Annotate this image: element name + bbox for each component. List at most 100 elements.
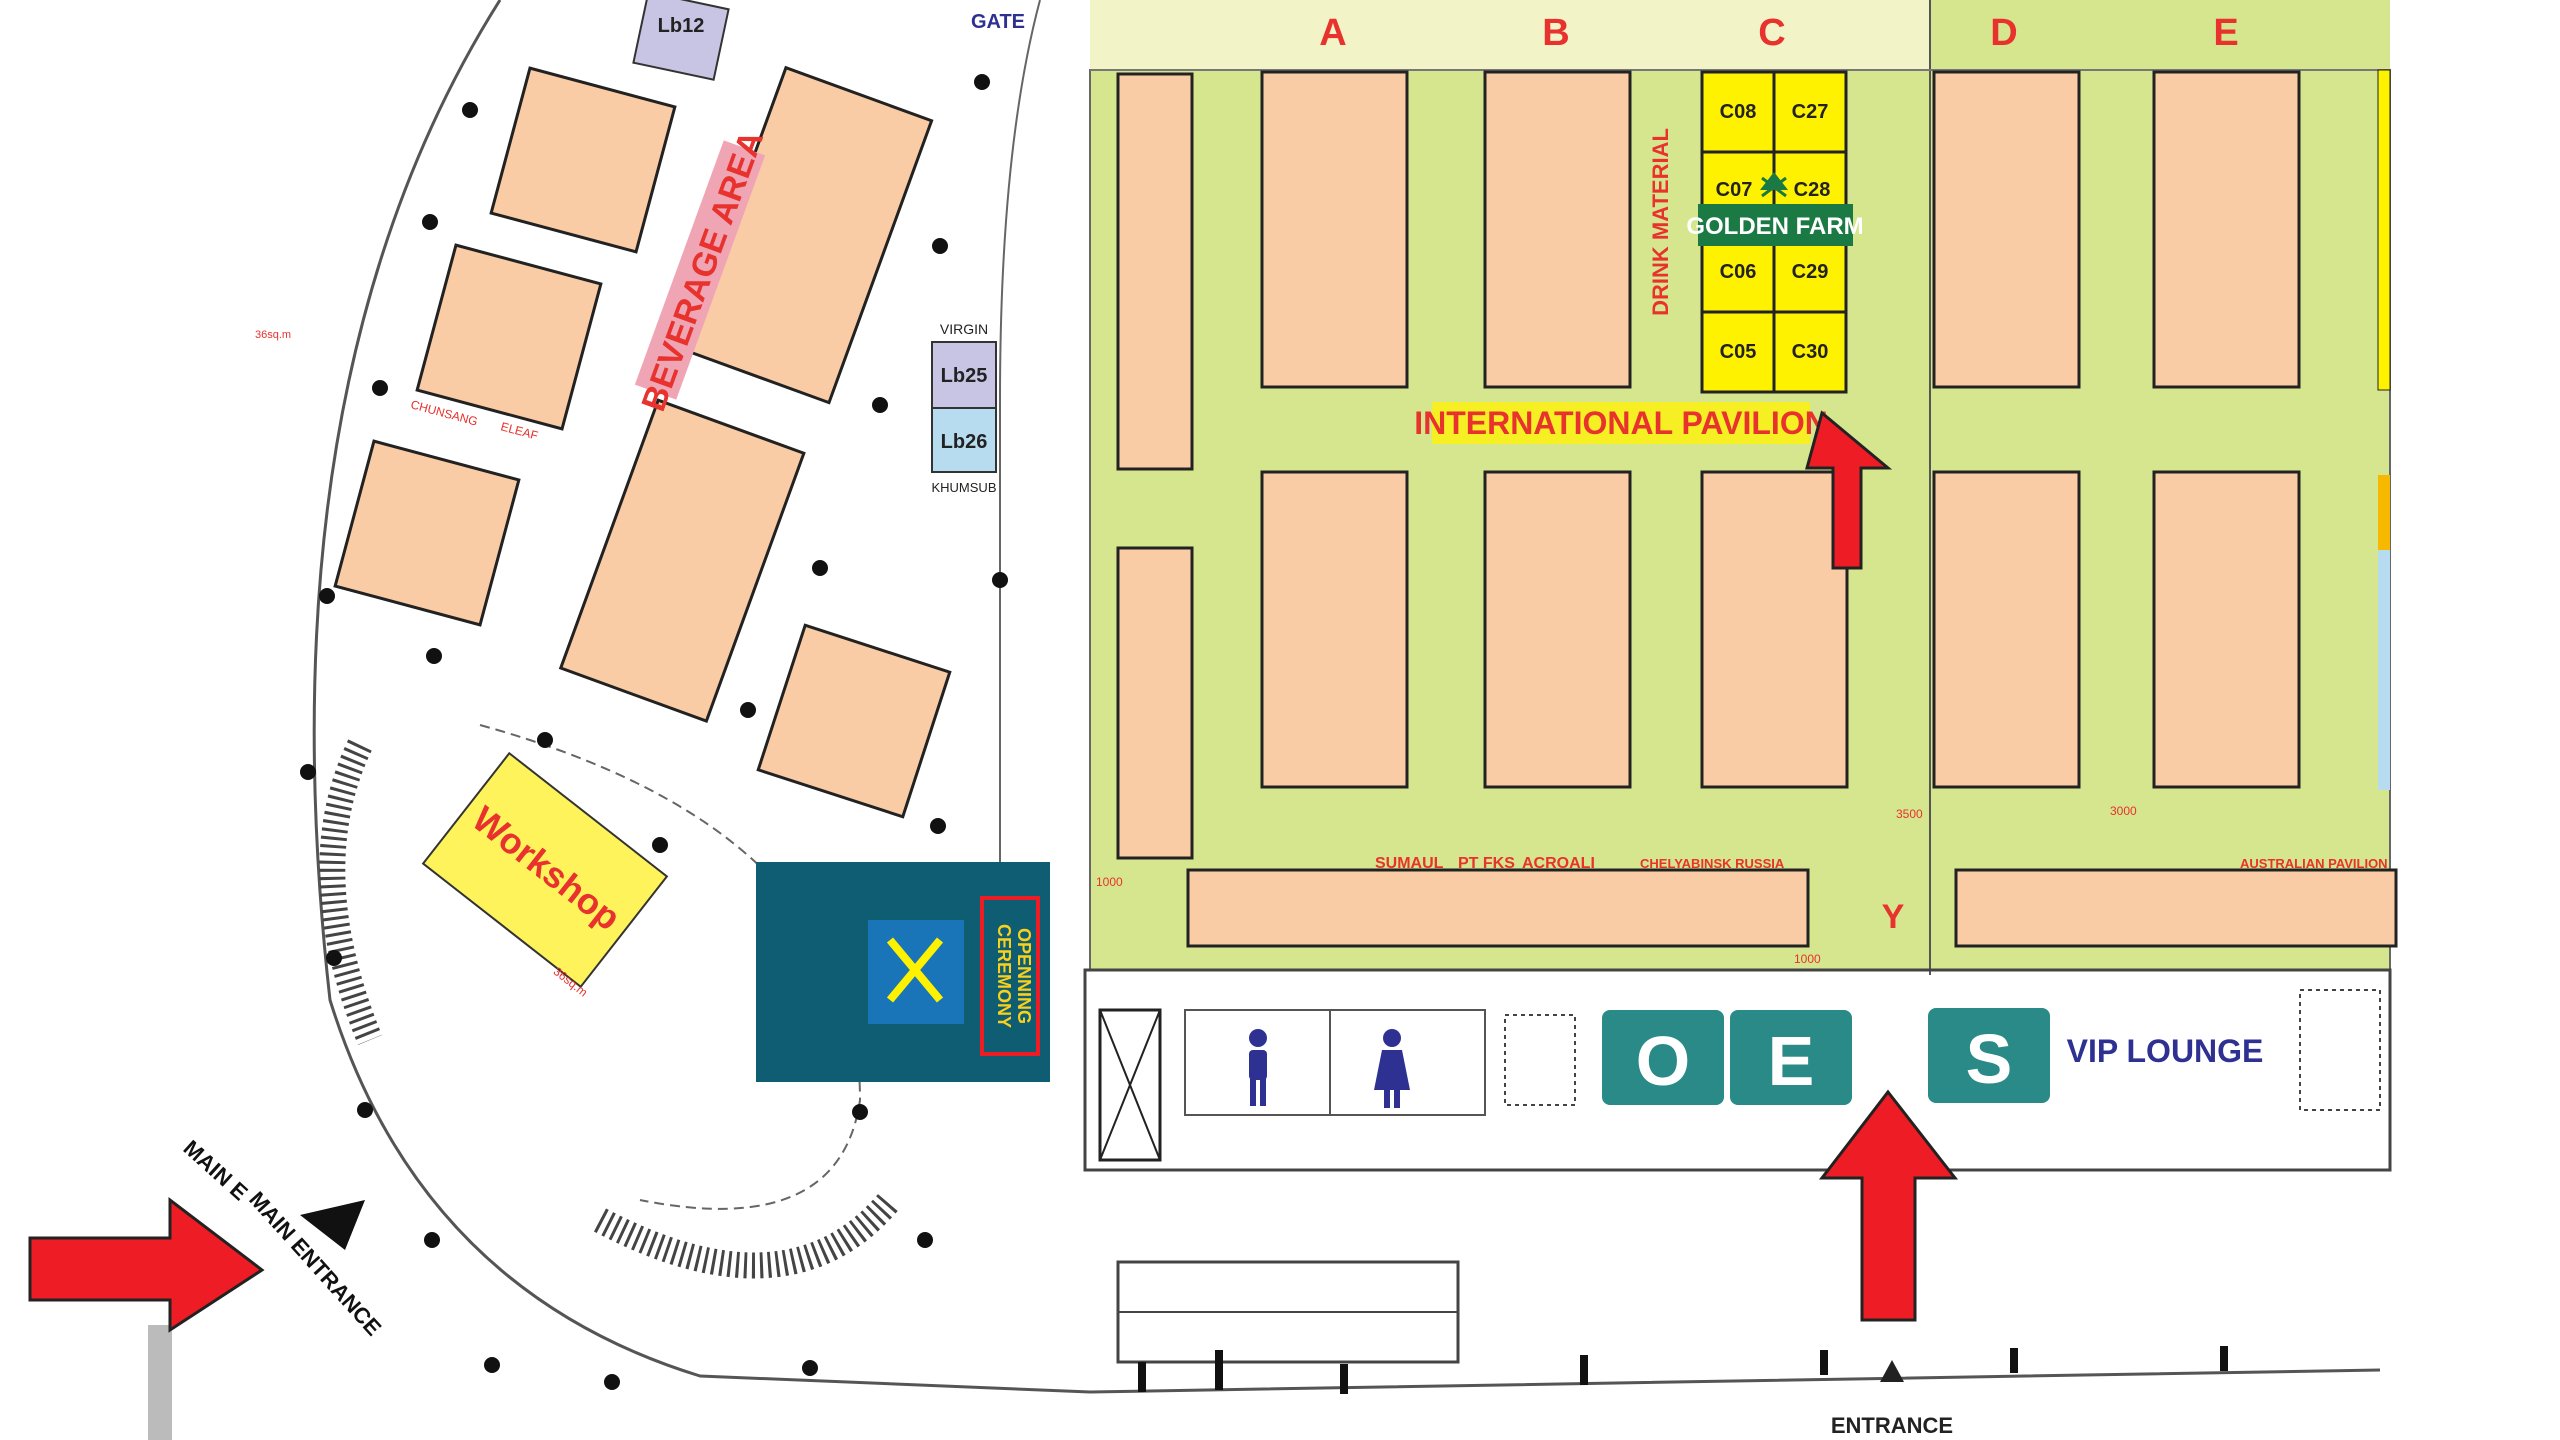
dimension-label: 3500	[1896, 807, 1923, 821]
booth-block	[756, 623, 952, 819]
golden-farm-logo: GOLDEN FARM	[1686, 172, 1864, 246]
pillar-dots	[300, 74, 1008, 1390]
exhibitor-label: SUMAUL	[1375, 855, 1444, 872]
booth-block	[1116, 546, 1194, 860]
booth-block	[333, 439, 521, 627]
column-d-label: D	[1990, 12, 2017, 54]
booth-yellow-edge	[2377, 69, 2391, 391]
booth-label: C30	[1792, 341, 1829, 363]
booth-lb26	[931, 407, 997, 473]
golden-farm-text: GOLDEN FARM	[1686, 213, 1863, 240]
booth-orange-edge	[2378, 475, 2390, 550]
drink-material-label: DRINK MATERIAL	[1648, 128, 1673, 316]
booth-c05	[1700, 310, 1776, 394]
booth-block	[415, 243, 603, 431]
staircase	[593, 1191, 900, 1279]
lobby-outer-wall	[312, 0, 2381, 1394]
virgin-label: VIRGIN	[940, 321, 988, 337]
booth-block	[1483, 70, 1632, 389]
booth-block	[2152, 470, 2301, 789]
booth-label: C06	[1720, 261, 1757, 283]
row-y-label: Y	[1882, 898, 1905, 936]
booth-block	[1260, 470, 1409, 789]
booth-block	[1260, 70, 1409, 389]
o-sign	[1602, 1010, 1724, 1105]
booth-lb12-label: Lb12	[658, 15, 705, 37]
ribbon-scissors-icon	[886, 937, 944, 1003]
column-c-label: C	[1758, 12, 1785, 54]
booth-block	[1932, 70, 2081, 389]
dimension-label: 3000	[2110, 804, 2137, 818]
ceremony-label: CEREMONY	[994, 924, 1014, 1028]
walkway-outline	[479, 724, 862, 1210]
exhibitor-label: CHELYABINSK RUSSIA	[1640, 856, 1785, 871]
wall-posts	[1138, 1346, 2228, 1394]
booth-block	[1186, 868, 1810, 948]
dimension-label: 1000	[1794, 952, 1821, 966]
elevator	[1098, 1008, 1162, 1162]
ceremony-label-box	[980, 896, 1040, 1056]
booth-label: C08	[1720, 101, 1757, 123]
post	[148, 1325, 172, 1440]
exhibitor-label: AUSTRALIAN PAVILION	[2240, 856, 2388, 871]
service-area	[1083, 968, 2392, 1172]
booth-lb12	[632, 0, 730, 81]
red-arrow-right-main-entrance	[28, 1196, 265, 1333]
booth-block	[1932, 470, 2081, 789]
booth-block	[558, 398, 806, 723]
e-sign	[1730, 1010, 1852, 1105]
stairwell	[2299, 989, 2381, 1111]
o-letter: O	[1636, 1022, 1690, 1100]
booth-lb25-label: Lb25	[941, 365, 988, 387]
workshop-area	[421, 751, 669, 989]
international-pavilion-banner	[1432, 402, 1810, 444]
staircase	[319, 739, 383, 1045]
lobby-inner-wall	[999, 0, 1041, 1000]
elevator-cross	[1099, 1009, 1161, 1161]
female-restroom-icon	[1374, 1029, 1410, 1108]
booth-label: C29	[1792, 261, 1829, 283]
opening-label: OPENNING	[1014, 928, 1034, 1024]
restroom-block	[1184, 1009, 1486, 1116]
main-entrance-partial-label: MAIN E	[179, 1135, 253, 1205]
column-a-label: A	[1319, 12, 1346, 54]
main-entrance-marker-icon	[300, 1200, 365, 1250]
male-restroom-icon	[1249, 1029, 1267, 1106]
dimension-label: 1000	[1096, 875, 1123, 889]
s-letter: S	[1966, 1020, 2013, 1098]
booth-block	[1700, 470, 1849, 789]
booth-block	[489, 66, 677, 254]
entrance-marker-icon	[1880, 1360, 1904, 1382]
vip-lounge-label: VIP LOUNGE	[2067, 1033, 2264, 1069]
main-entrance-label: MAIN ENTRANCE	[244, 1187, 386, 1341]
s-sign	[1928, 1008, 2050, 1103]
khumsub-label: KHUMSUB	[931, 480, 996, 495]
booth-block	[2152, 70, 2301, 389]
hall-header-strip-left	[1090, 0, 1930, 70]
column-e-label: E	[2213, 12, 2238, 54]
hall-header-strip-right	[1930, 0, 2390, 70]
booth-label: C07	[1716, 179, 1753, 201]
booth-lb25	[931, 341, 997, 409]
exhibitor-label: ACROALI	[1522, 855, 1595, 872]
booth-c30	[1772, 310, 1848, 394]
booth-lb26-label: Lb26	[941, 431, 988, 453]
booth-block	[1954, 868, 2398, 948]
beverage-area-banner	[634, 140, 766, 400]
eleaf-label: ELEAF	[499, 419, 539, 442]
booth-block	[1116, 72, 1194, 471]
gate-label: GATE	[971, 11, 1025, 33]
booth-block	[1483, 470, 1632, 789]
international-pavilion-label: INTERNATIONAL PAVILION	[1414, 405, 1828, 441]
booth-label: C27	[1792, 101, 1829, 123]
booth-blue-edge	[2378, 550, 2390, 790]
area-size-label: 36sq.m	[255, 329, 291, 341]
red-arrow-up-entrance	[1818, 1089, 1959, 1322]
red-arrow-up-hall	[1805, 410, 1893, 570]
entrance-label: ENTRANCE	[1831, 1413, 1953, 1438]
exhibitor-label: PT FKS	[1458, 855, 1515, 872]
column-b-label: B	[1542, 12, 1569, 54]
booth-label: C05	[1720, 341, 1757, 363]
e-letter: E	[1768, 1022, 1815, 1100]
